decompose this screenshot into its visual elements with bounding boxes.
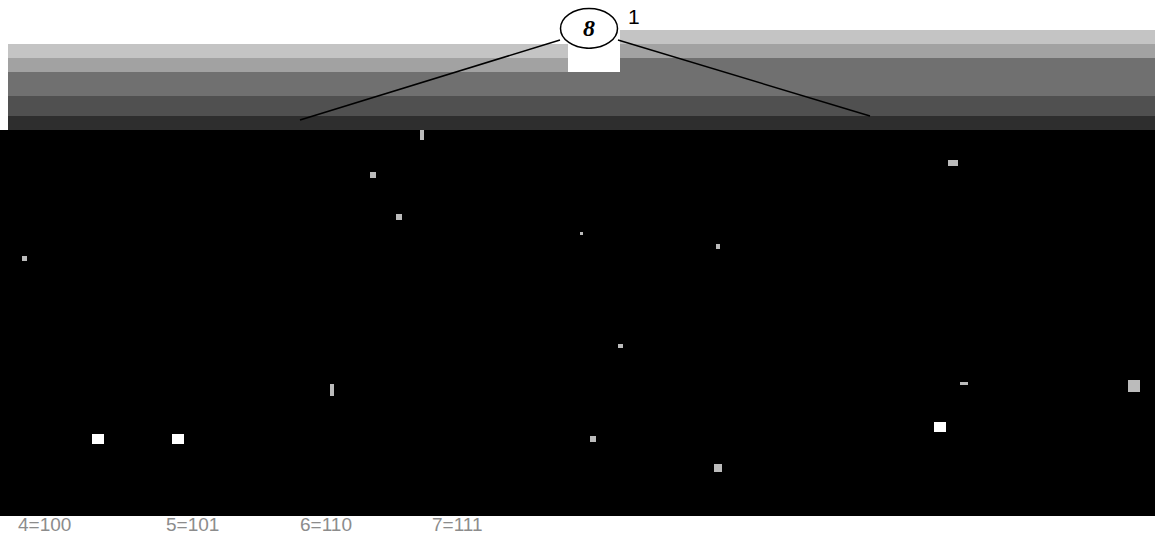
code-label: 6=110: [300, 515, 352, 534]
code-label: 7=111: [432, 515, 483, 534]
node-text: 8: [559, 16, 619, 40]
code-label: 4=100: [18, 515, 71, 534]
tree-node-ellipse: 8: [559, 7, 619, 50]
branch-number: 1: [628, 6, 640, 27]
code-label: 5=101: [166, 515, 219, 534]
